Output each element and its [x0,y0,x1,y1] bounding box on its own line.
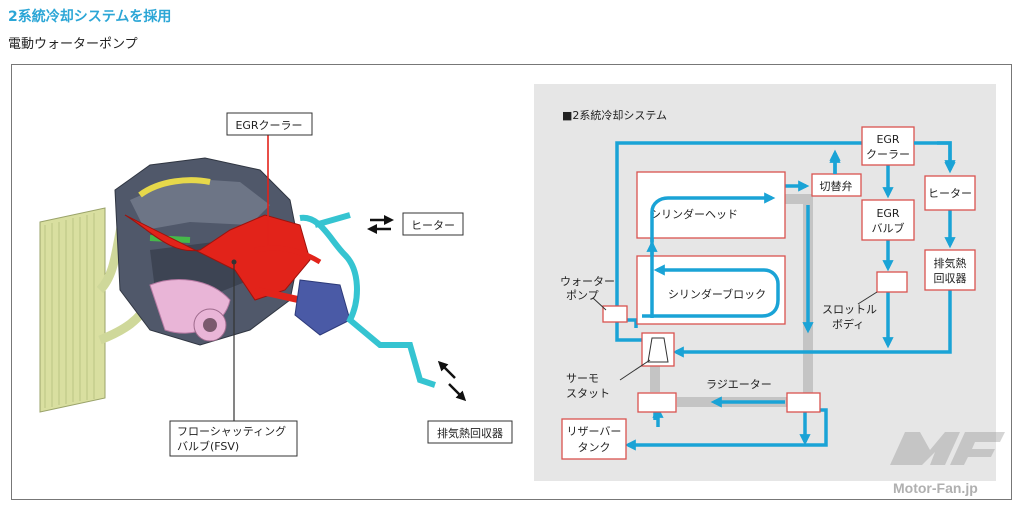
switch-valve-label: 切替弁 [820,179,853,193]
heater-flow-arrows-icon [367,215,394,234]
reservoir-line2: タンク [578,441,611,454]
engine-block-illustration [114,157,436,388]
fsv-label-line2: バルブ(FSV) [177,439,239,453]
throttle-leader [857,291,878,305]
water-pump-line1: ウォーター [560,275,615,288]
exhaust-flow-arrows-icon [437,360,467,402]
egr-cooler-line2: クーラー [866,148,910,161]
heater-diagram-label: ヒーター [928,187,972,200]
cooling-system-diagram: ■2系統冷却システム [560,108,976,460]
egr-valve-line2: バルブ [872,221,905,235]
exhaust-recovery-box [924,249,976,291]
figure-frame [11,64,1012,500]
diagram-title: ■2系統冷却システム [562,108,667,122]
page-subtitle: 電動ウォーターポンプ [8,37,138,52]
watermark-text: Motor-Fan.jp [893,480,978,496]
water-pump-box [602,305,628,323]
egr-valve-box [861,199,915,241]
radiator-inlet-box [637,392,677,413]
exhaust-heat-callout [427,420,513,444]
exhaust-recovery-line2: 回収器 [934,272,967,285]
radiator-label: ラジエーター [706,378,772,391]
radiator-outlet-box [786,392,821,413]
reservoir-line1: リザーバー [567,425,622,438]
water-pump-leader [592,297,607,311]
thermostat-line1: サーモ [566,372,599,385]
throttle-line2: ボディ [832,317,864,331]
exhaust-recovery-line1: 排気熱 [934,256,967,270]
egr-cooler-line1: EGR [876,133,899,146]
cylinder-block-label: シリンダーブロック [668,287,766,301]
exhaust-heat-label: 排気熱回収器 [437,426,503,440]
heater-label: ヒーター [411,219,455,232]
motor-fan-logo [890,432,1005,465]
cylinder-head-box [636,171,786,239]
throttle-line1: スロットル [822,303,877,316]
fsv-label-line1: フローシャッティング [177,424,286,438]
heater-callout [402,212,464,236]
reservoir-tank-box [561,418,627,460]
thermostat-icon [647,337,669,363]
throttle-body-box [876,271,908,293]
egr-cooler-callout [226,112,313,136]
heater-box [924,175,976,211]
fsv-callout [169,420,298,457]
thermostat-leader [619,359,651,381]
engine-illustration: EGRクーラー ヒーター フローシャッティング バルブ(FSV) 排気熱回収器 [39,112,513,457]
egr-cooler-label: EGRクーラー [235,119,302,132]
cylinder-head-label: シリンダーヘッド [650,207,738,221]
water-pump-line2: ポンプ [566,289,599,302]
egr-cooler-box [861,126,915,166]
egr-valve-line1: EGR [876,207,899,220]
page-title: 2系統冷却システムを採用 [8,9,172,25]
thermostat-line2: スタット [566,387,610,400]
